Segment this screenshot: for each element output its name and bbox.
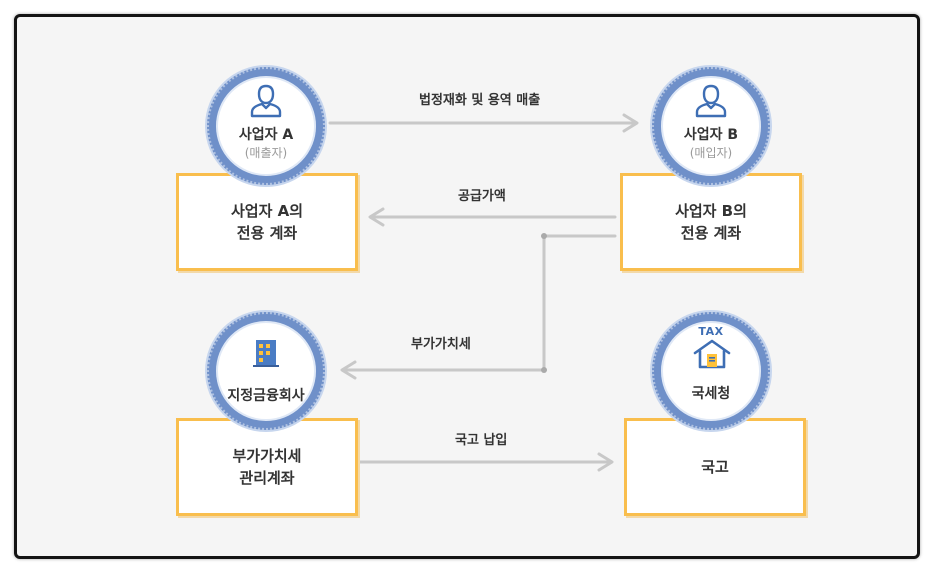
user-icon xyxy=(695,84,727,122)
account-box-treasury: 국고 xyxy=(624,418,806,516)
building-icon xyxy=(253,338,279,372)
node-tax-service: TAX 국세청 xyxy=(652,312,770,430)
edge-label-sale: 법정재화 및 용역 매출 xyxy=(419,93,541,108)
arrowhead-treasury xyxy=(597,452,614,472)
node-a-subtitle: (매출자) xyxy=(244,146,288,160)
account-box-bank: 부가가치세 관리계좌 xyxy=(176,418,358,516)
user-icon xyxy=(250,84,282,122)
arrowhead-vat xyxy=(340,360,357,380)
house-icon xyxy=(693,339,731,373)
node-nts-title: 국세청 xyxy=(691,386,731,402)
edge-label-vat: 부가가치세 xyxy=(411,337,471,352)
account-box-b: 사업자 B의 전용 계좌 xyxy=(620,173,802,271)
account-box-a: 사업자 A의 전용 계좌 xyxy=(176,173,358,271)
edge-label-treasury: 국고 납입 xyxy=(455,433,508,448)
account-b-label: 사업자 B의 전용 계좌 xyxy=(675,202,747,242)
account-treasury-label: 국고 xyxy=(701,458,729,476)
edge-label-supply: 공급가액 xyxy=(458,189,506,204)
account-bank-label: 부가가치세 관리계좌 xyxy=(232,447,302,487)
node-business-b: 사업자 B (매입자) xyxy=(652,67,770,185)
node-a-title: 사업자 A xyxy=(238,127,294,143)
junction-dot xyxy=(541,367,547,373)
node-financial-institution: 지정금융회사 xyxy=(207,312,325,430)
account-a-label: 사업자 A의 전용 계좌 xyxy=(230,202,304,242)
node-business-a: 사업자 A (매출자) xyxy=(207,67,325,185)
node-bank-title: 지정금융회사 xyxy=(227,388,305,404)
tax-badge: TAX xyxy=(698,325,724,338)
node-b-title: 사업자 B xyxy=(683,127,739,143)
arrowhead-sale xyxy=(622,113,639,133)
arrowhead-supply xyxy=(368,207,385,227)
node-b-subtitle: (매입자) xyxy=(689,146,733,160)
junction-dot xyxy=(541,233,547,239)
